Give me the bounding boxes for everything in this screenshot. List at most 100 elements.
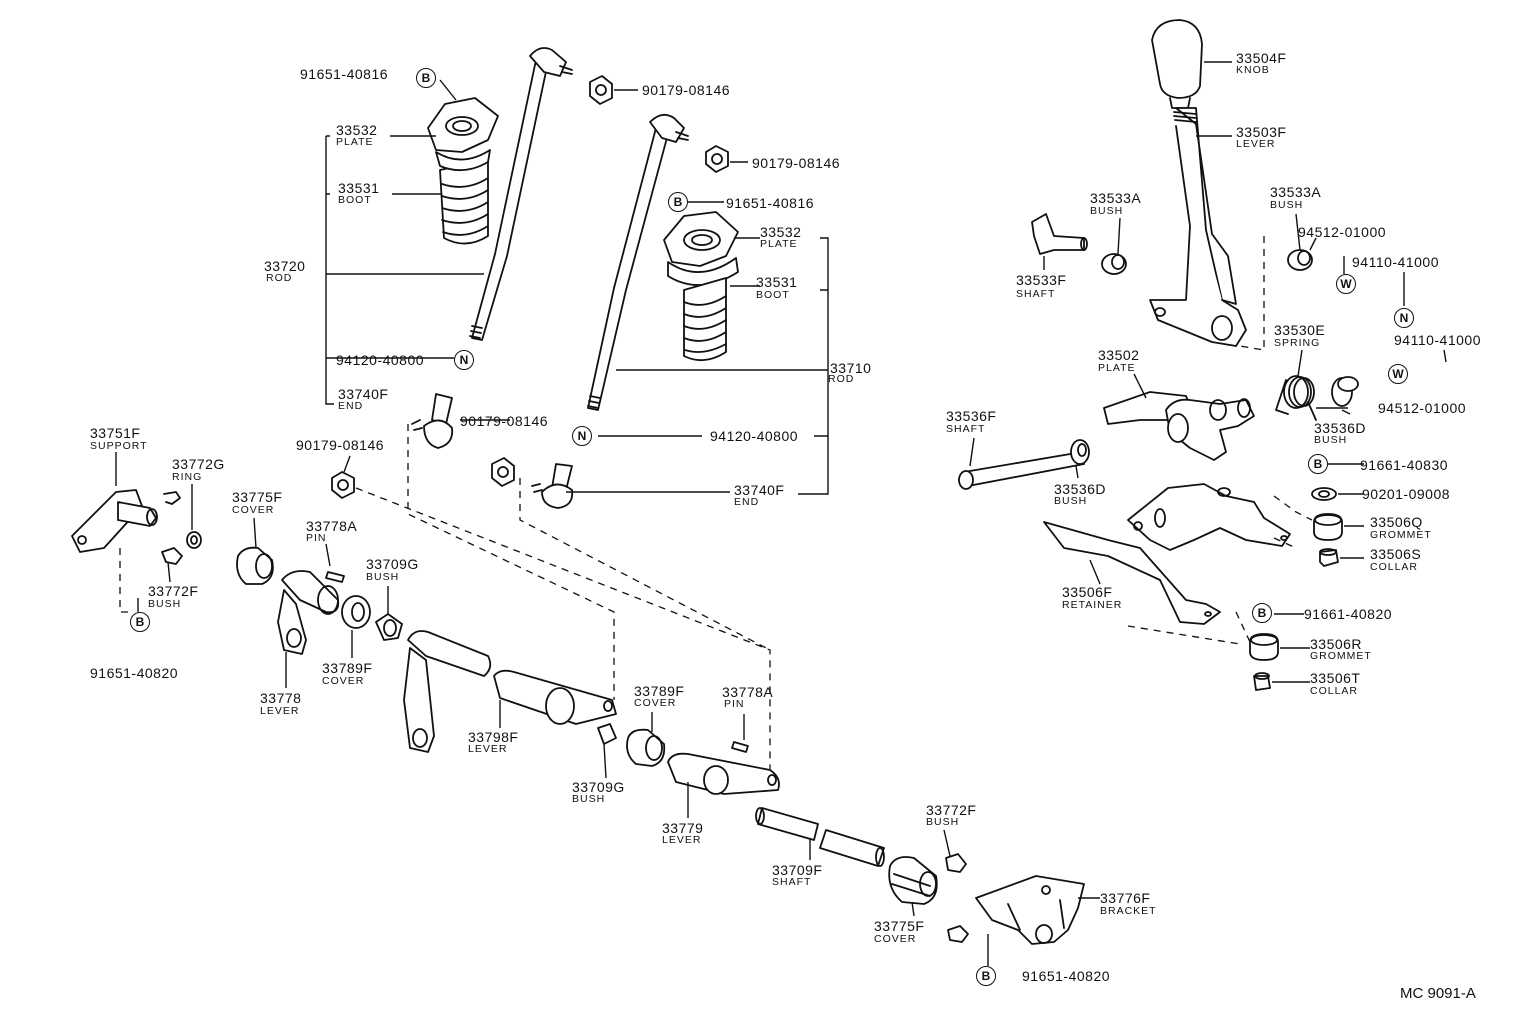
dashed-assembly-lines <box>119 236 1313 770</box>
part-name: COVER <box>874 933 917 945</box>
part-support-33751f <box>71 489 158 553</box>
part-number: 90179-08146 <box>460 413 549 429</box>
marker-b-icon: B <box>668 192 688 212</box>
part-nut-90179-b <box>331 471 355 499</box>
part-name: SHAFT <box>946 423 986 435</box>
part-name: LEVER <box>1236 138 1276 150</box>
part-pin-33778a-left <box>325 571 345 583</box>
part-number: 33503F <box>1236 124 1287 140</box>
part-number: 91651-40816 <box>726 195 815 211</box>
part-name: COVER <box>232 504 275 516</box>
part-number: 91661-40820 <box>1304 606 1393 622</box>
part-name: LEVER <box>468 743 508 755</box>
part-rod-33710 <box>587 113 689 411</box>
part-number: 33772G <box>172 456 225 472</box>
part-shaft-33709f <box>755 807 885 867</box>
part-number: 33778A <box>306 518 358 534</box>
part-name: BOOT <box>756 289 790 301</box>
part-bush-33536d-left <box>1070 439 1090 465</box>
part-bush-33772f-right <box>945 853 969 943</box>
part-number: 33772F <box>148 583 199 599</box>
part-number: 33536D <box>1054 481 1107 497</box>
part-number: 33709G <box>366 556 419 572</box>
diagram-code: MC 9091-A <box>1400 985 1476 1002</box>
part-end-33740f-left <box>411 393 454 449</box>
part-number: 33531 <box>338 180 380 196</box>
marker-w-icon: W <box>1336 274 1356 294</box>
part-name: SHAFT <box>772 876 812 888</box>
part-number: 33502 <box>1098 347 1140 363</box>
part-number: 33776F <box>1100 890 1151 906</box>
part-name: COVER <box>322 675 365 687</box>
part-name: GROMMET <box>1370 529 1432 541</box>
part-name: PIN <box>306 532 327 544</box>
part-name: COVER <box>634 697 677 709</box>
part-number: 33532 <box>760 224 802 240</box>
part-lever-33778 <box>277 570 340 655</box>
part-number: 33533A <box>1090 190 1142 206</box>
part-end-33740f-center <box>531 463 574 509</box>
part-pin-33778a-center <box>731 741 749 753</box>
part-collar-33506s <box>1319 548 1339 567</box>
marker-b-icon: B <box>976 966 996 986</box>
part-number: 33709G <box>572 779 625 795</box>
part-name: COLLAR <box>1370 561 1419 573</box>
part-number: 33778 <box>260 690 302 706</box>
part-name: LEVER <box>260 705 300 717</box>
part-cover-33789f-center <box>626 728 666 767</box>
part-number: 33789F <box>634 683 685 699</box>
part-name: BUSH <box>1090 205 1124 217</box>
part-number: 33506T <box>1310 670 1361 686</box>
part-name: PLATE <box>1098 362 1136 374</box>
part-number: 94110-41000 <box>1394 332 1481 348</box>
part-name: COLLAR <box>1310 685 1359 697</box>
part-rod-33720 <box>469 47 573 341</box>
part-bush-33709g-center <box>597 723 617 745</box>
part-number: 33772F <box>926 802 977 818</box>
part-name: BUSH <box>1054 495 1088 507</box>
part-number: 33506Q <box>1370 514 1423 530</box>
leader-lines <box>115 61 1447 966</box>
part-name: SPRING <box>1274 337 1321 349</box>
part-number: 91651-40820 <box>90 665 179 681</box>
part-plate-33532-center <box>663 211 739 286</box>
part-name: ROD <box>266 272 293 284</box>
part-number: 94512-01000 <box>1378 400 1467 416</box>
marker-n-icon: N <box>1394 308 1414 328</box>
part-name: END <box>338 400 364 412</box>
part-number: 33531 <box>756 274 798 290</box>
part-number: 91651-40816 <box>300 66 389 82</box>
part-number: 33533F <box>1016 272 1067 288</box>
part-number: 33740F <box>338 386 389 402</box>
part-number: 94120-40800 <box>336 352 425 368</box>
part-bush-33772f-left <box>161 547 183 565</box>
part-number: 33506F <box>1062 584 1113 600</box>
part-number: 33709F <box>772 862 823 878</box>
part-number: 33751F <box>90 425 141 441</box>
part-number: 33536D <box>1314 420 1367 436</box>
part-plate-33502 <box>1103 391 1255 461</box>
part-number: 90201-09008 <box>1362 486 1451 502</box>
marker-n-icon: N <box>572 426 592 446</box>
part-name: BUSH <box>572 793 606 805</box>
part-boot-33531-center <box>683 277 727 362</box>
part-collar-33506t <box>1253 672 1271 691</box>
part-name: BUSH <box>366 571 400 583</box>
part-number: 91651-40820 <box>1022 968 1111 984</box>
part-name: BUSH <box>1270 199 1304 211</box>
part-name: PLATE <box>760 238 798 250</box>
part-shaft-33536f <box>958 451 1085 490</box>
part-name: BUSH <box>148 598 182 610</box>
part-name: SUPPORT <box>90 440 148 452</box>
part-ring-33772g <box>163 491 202 549</box>
part-number: 33775F <box>874 918 925 934</box>
part-number: 33710 <box>830 360 872 376</box>
part-name: PIN <box>724 698 745 710</box>
part-name: GROMMET <box>1310 650 1372 662</box>
part-name: BUSH <box>1314 434 1348 446</box>
part-number: 33504F <box>1236 50 1287 66</box>
part-number: 90179-08146 <box>752 155 841 171</box>
part-name: RETAINER <box>1062 599 1123 611</box>
part-number: 90179-08146 <box>642 82 731 98</box>
part-name: KNOB <box>1236 64 1270 76</box>
